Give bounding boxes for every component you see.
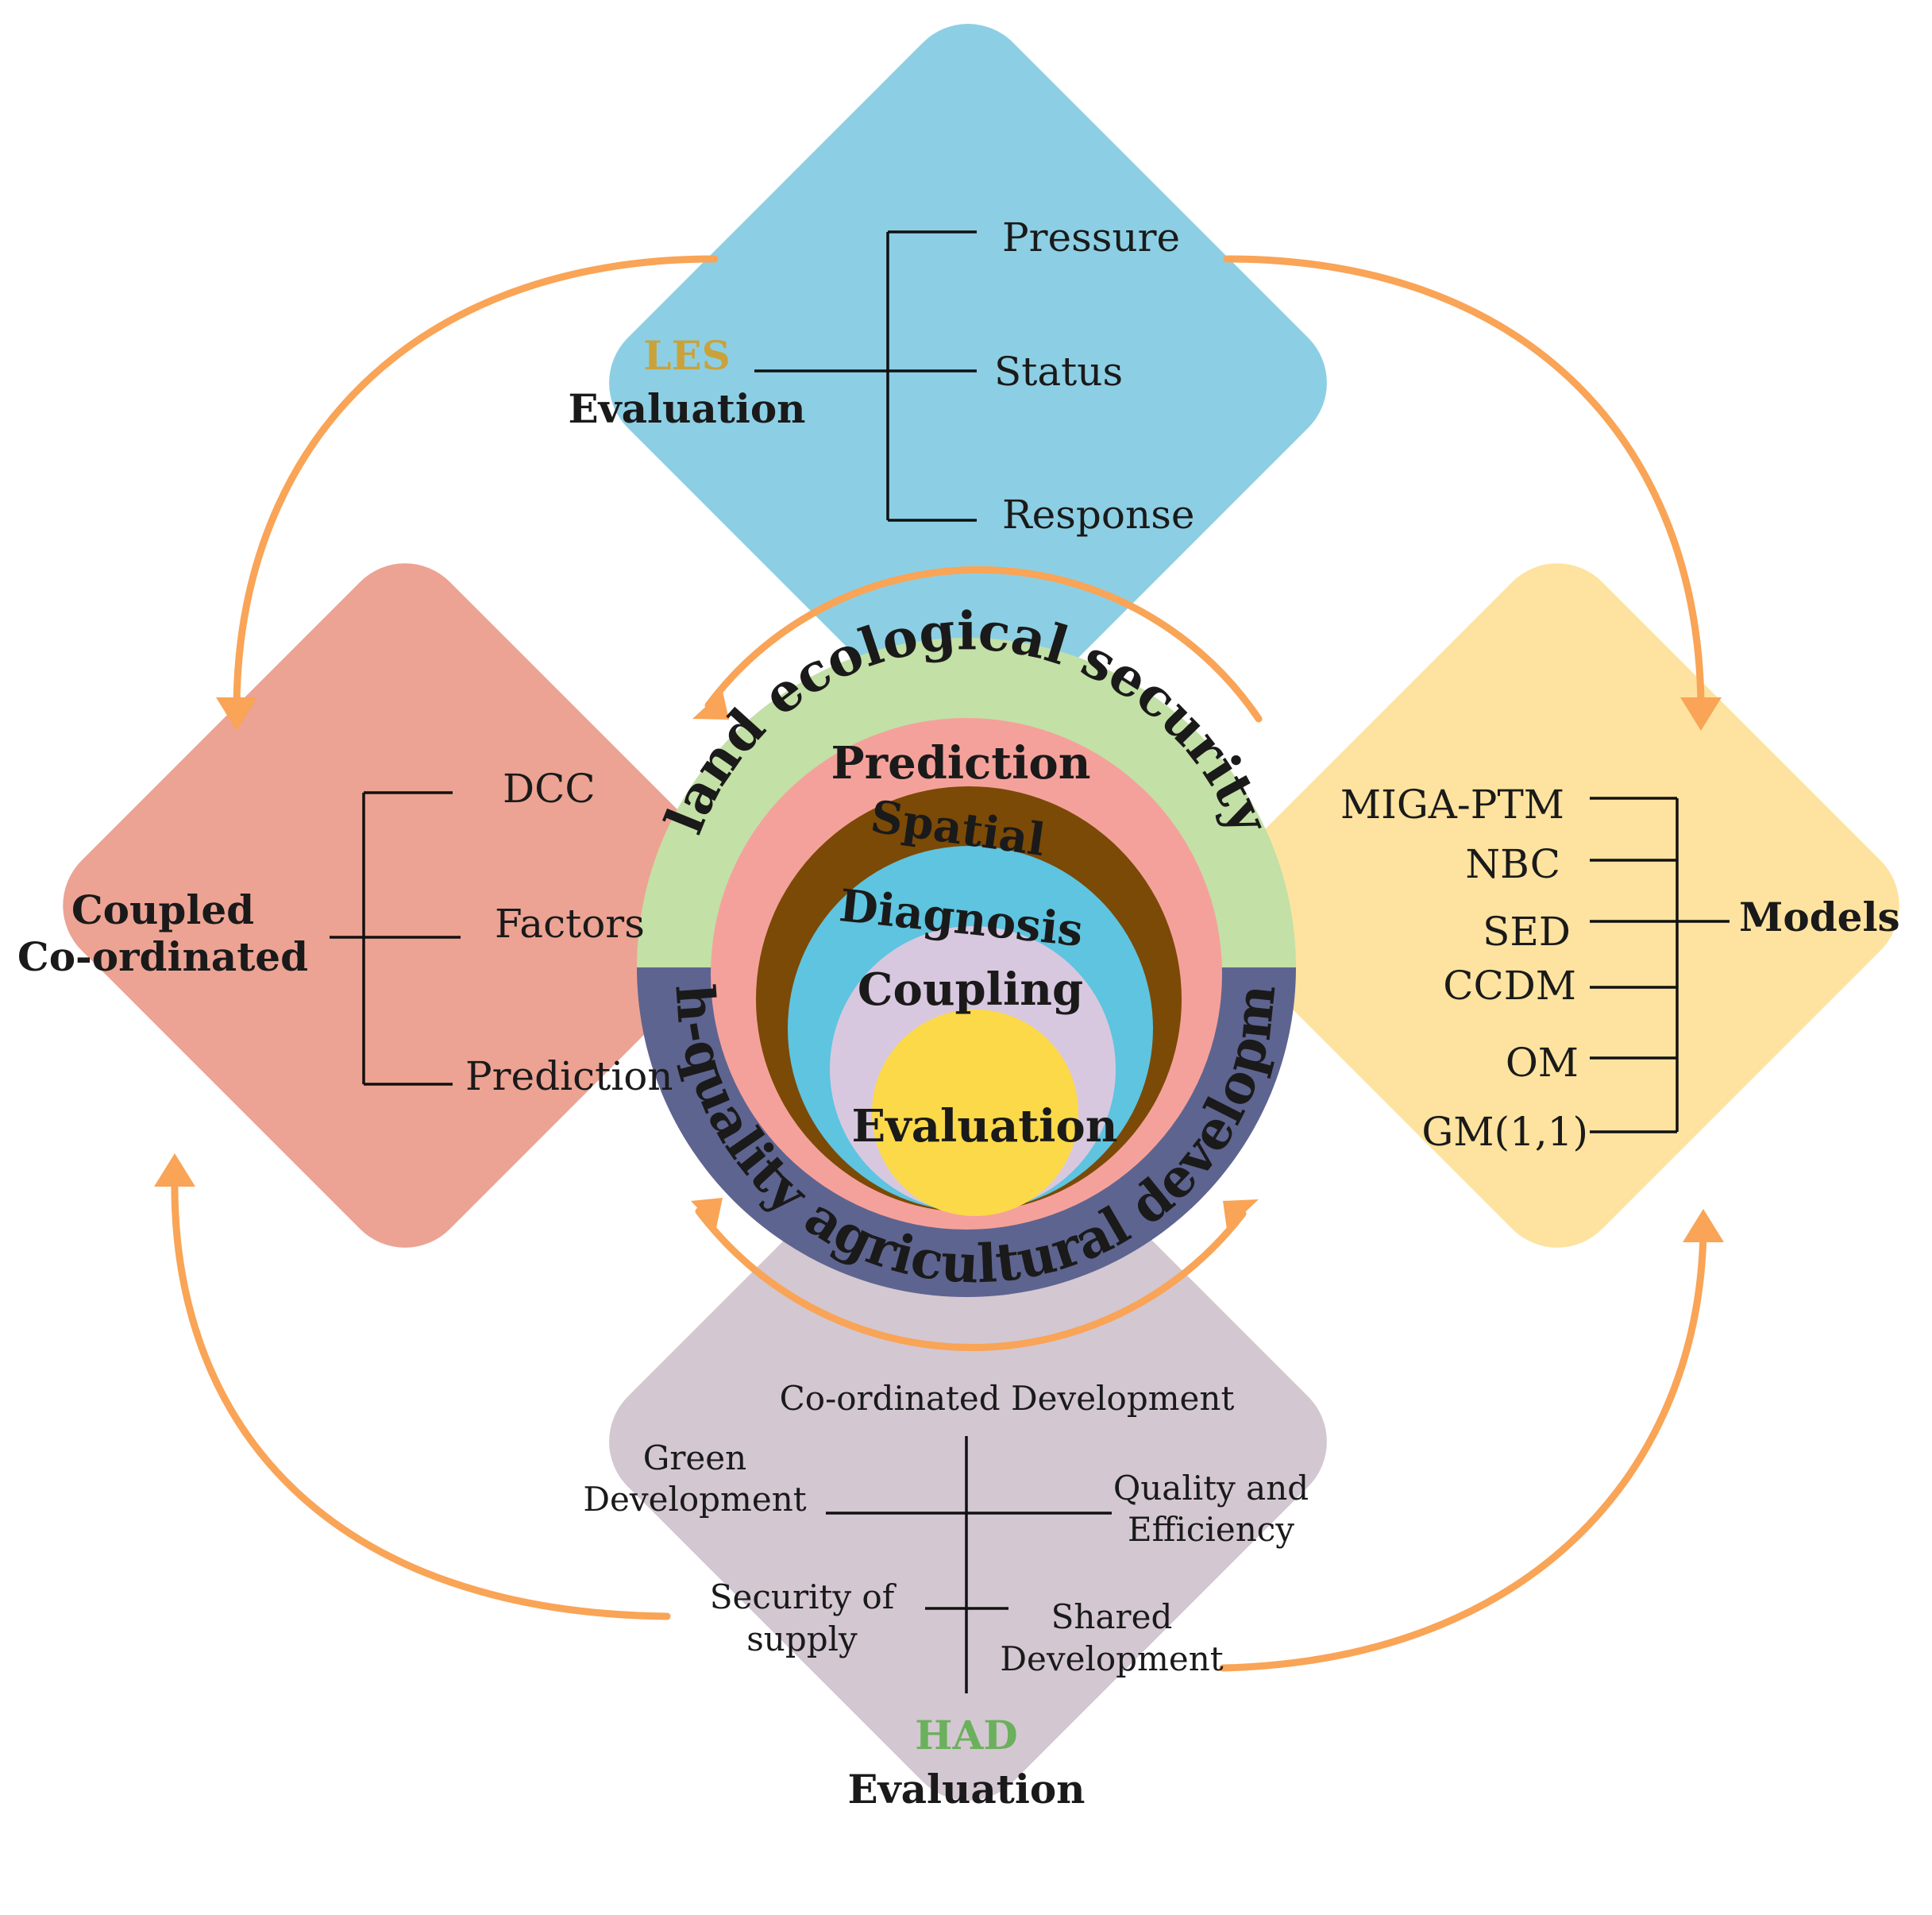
green-development-label: Development: [583, 1480, 806, 1519]
top-panel: [609, 24, 1327, 742]
evaluation-circle: [872, 1010, 1078, 1216]
outer-arrows: [154, 255, 1724, 1672]
prediction-item-label: Prediction: [465, 1053, 673, 1099]
status-label: Status: [994, 349, 1123, 395]
quality-and-label: Quality and: [1113, 1469, 1309, 1508]
right-bracket: [1590, 797, 1730, 1133]
co-ordinated-development-label: Co-ordinated Development: [780, 1379, 1235, 1418]
factors-label: Factors: [495, 901, 645, 947]
left-bracket: [330, 791, 461, 1086]
dcc-label: DCC: [503, 766, 596, 812]
arrowhead-bottom-to-left: [154, 1153, 195, 1187]
arrowhead-inner-top: [692, 691, 729, 720]
arrow-inner-bottom: [695, 1207, 1247, 1352]
had-acronym: HAD: [915, 1712, 1017, 1759]
arrow-bottom-to-right: [1219, 1227, 1707, 1672]
bottom-panel: [609, 1083, 1327, 1801]
shared-label: Shared: [1051, 1597, 1173, 1636]
response-label: Response: [1002, 492, 1194, 538]
right-panel-content: Models MIGA-PTM NBC SED CCDM OM GM(1,1): [1340, 782, 1900, 1155]
coupling-layer-label: Coupling: [858, 963, 1083, 1016]
left-panel: [63, 563, 747, 1248]
arrowhead-inner-left: [691, 1198, 723, 1228]
nbc-label: NBC: [1465, 841, 1560, 887]
models-heading: Models: [1739, 894, 1900, 940]
coupled-heading: Coupled: [71, 886, 254, 933]
les-evaluation-heading: Evaluation: [568, 385, 805, 432]
bottom-panel-content: Co-ordinated Development Green Developme…: [583, 1379, 1309, 1813]
arrow-bottom-to-left: [171, 1172, 671, 1620]
arrowhead-top-to-left: [216, 697, 257, 731]
gm11-label: GM(1,1): [1421, 1109, 1588, 1155]
arrow-inner-top: [704, 566, 1263, 723]
evaluation-layer-label: Evaluation: [852, 1100, 1118, 1152]
shared-development-label: Development: [1000, 1639, 1223, 1678]
arrowhead-inner-bottom: [1223, 1199, 1259, 1230]
top-bracket: [754, 230, 977, 522]
om-label: OM: [1506, 1040, 1579, 1086]
ccdm-label: CCDM: [1443, 963, 1576, 1009]
arrowhead-bottom-to-right: [1683, 1209, 1724, 1242]
les-acronym: LES: [643, 332, 730, 379]
pressure-label: Pressure: [1002, 214, 1180, 261]
had-evaluation-heading: Evaluation: [847, 1766, 1085, 1813]
inner-arrows: [691, 566, 1263, 1352]
miga-ptm-label: MIGA-PTM: [1340, 782, 1564, 828]
top-panel-content: LES Evaluation Pressure Status Response: [568, 214, 1194, 538]
right-panel: [1215, 563, 1899, 1248]
green-label: Green: [643, 1438, 746, 1477]
sed-label: SED: [1483, 909, 1571, 955]
efficiency-label: Efficiency: [1128, 1510, 1294, 1549]
co-ordinated-heading: Co-ordinated: [17, 933, 308, 980]
left-panel-content: Coupled Co-ordinated DCC Factors Predict…: [17, 766, 673, 1099]
prediction-layer-label: Prediction: [831, 737, 1091, 790]
supply-label: supply: [746, 1620, 858, 1658]
center-circles: [637, 638, 1296, 1297]
security-of-label: Security of: [710, 1577, 897, 1616]
bottom-cross: [826, 1436, 1112, 1693]
arrow-top-to-left: [233, 255, 719, 711]
arrowhead-top-to-right: [1680, 697, 1722, 731]
arrow-top-to-right: [1223, 255, 1705, 711]
